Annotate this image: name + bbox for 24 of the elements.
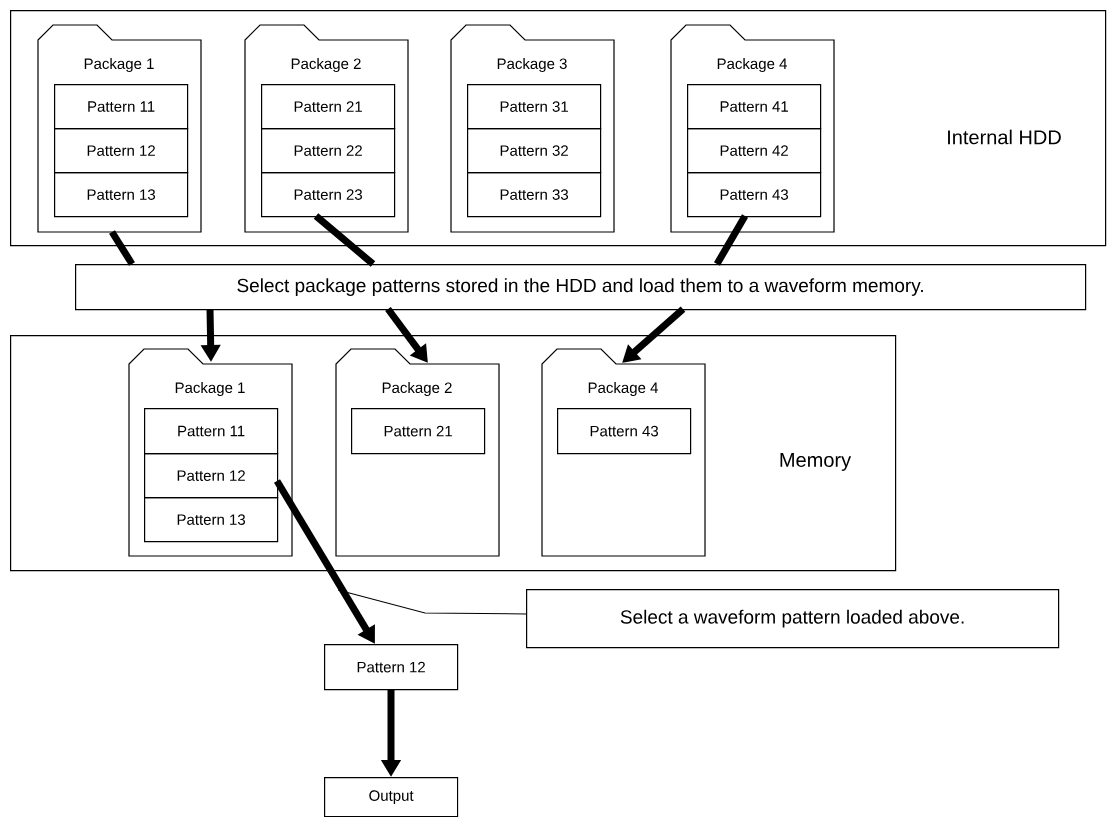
note-box: Select package patterns stored in the HDD and load them to a waveform memory.: [75, 264, 1087, 311]
pattern-box: Pattern 23: [261, 172, 396, 218]
connector-line: [109, 230, 135, 266]
connector-line: [714, 214, 749, 266]
pattern-box: Pattern 13: [54, 172, 189, 218]
note-box: Select a waveform pattern loaded above.: [526, 589, 1060, 649]
pattern-box: Pattern 33: [467, 172, 602, 218]
pattern-box: Pattern 13: [144, 497, 279, 543]
pattern-box: Pattern 32: [467, 128, 602, 174]
pattern-box: Pattern 21: [261, 84, 396, 130]
pattern-box: Pattern 11: [144, 408, 279, 455]
pattern-box: Pattern 12: [54, 128, 189, 174]
pattern-box: Pattern 42: [687, 128, 822, 174]
pattern-box: Pattern 41: [687, 84, 822, 130]
leader-line: [337, 589, 527, 615]
pattern-box: Pattern 43: [557, 408, 692, 455]
pattern-box: Pattern 31: [467, 84, 602, 130]
pattern-box: Pattern 43: [687, 172, 822, 218]
pattern-box: Pattern 21: [351, 408, 486, 455]
pattern-box: Pattern 11: [54, 84, 189, 130]
pattern-box: Pattern 12: [144, 453, 279, 499]
output-box: Output: [324, 777, 459, 817]
pattern-box: Pattern 22: [261, 128, 396, 174]
pattern-box: Pattern 12: [324, 644, 459, 691]
